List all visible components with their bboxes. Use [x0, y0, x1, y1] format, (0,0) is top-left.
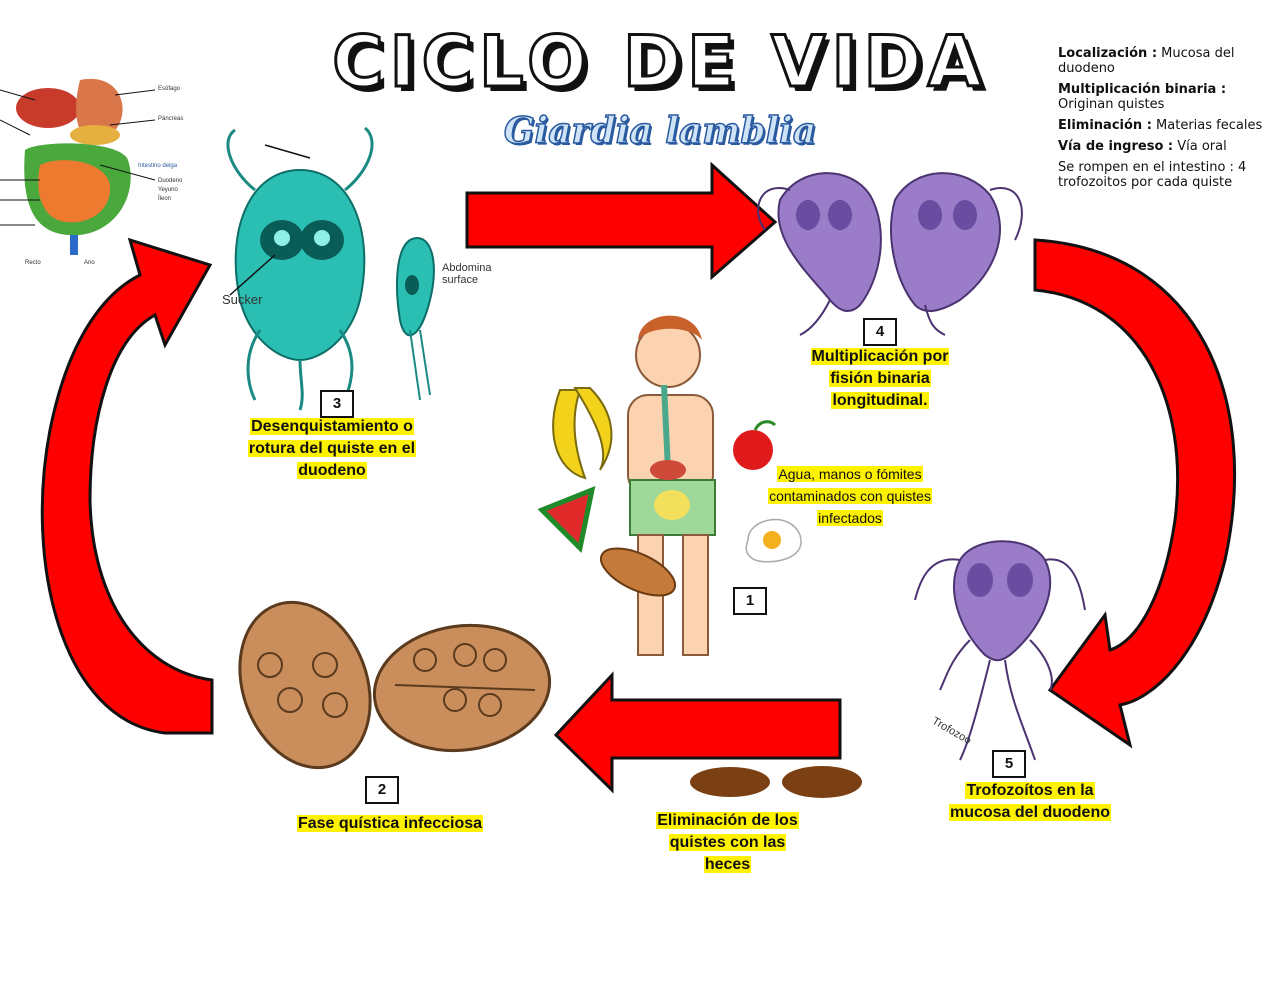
- organ-label: Ano: [84, 260, 95, 266]
- stage-3-number: 3: [320, 390, 354, 418]
- caption-line: heces: [703, 856, 752, 873]
- caption-line: duodeno: [297, 462, 367, 479]
- stage-2-caption: Fase quística infecciosa: [270, 813, 510, 835]
- caption-line: rotura del quiste en el: [247, 440, 417, 457]
- info-row-eliminacion: Eliminación : Materias fecales: [1058, 118, 1280, 133]
- trophozoite-illustration: [914, 540, 1086, 761]
- info-panel: Localización : Mucosa del duodeno Multip…: [1058, 46, 1280, 196]
- giardia-teal-illustration: [226, 126, 435, 411]
- stage-2-number: 2: [365, 776, 399, 804]
- info-row-ruptura: Se rompen en el intestino : 4 trofozoito…: [1058, 160, 1280, 190]
- watermelon-icon: [537, 485, 596, 554]
- elimination-caption: Eliminación de los quistes con las heces: [635, 810, 820, 876]
- info-label: Localización :: [1058, 46, 1158, 61]
- info-label: Multiplicación binaria :: [1058, 82, 1227, 97]
- info-row-via: Vía de ingreso : Vía oral: [1058, 139, 1280, 154]
- info-row-localizacion: Localización : Mucosa del duodeno: [1058, 46, 1280, 76]
- dividing-trophozoites-illustration: [757, 172, 1023, 336]
- caption-line: Eliminación de los: [656, 812, 799, 829]
- caption-line: mucosa del duodeno: [948, 804, 1111, 821]
- info-value: Se rompen en el intestino : 4 trofozoito…: [1058, 160, 1247, 190]
- caption-line: Trofozoítos en la: [965, 782, 1095, 799]
- stage-5-number: 5: [992, 750, 1026, 778]
- page-title: CICLO DE VIDA: [331, 21, 988, 104]
- organ-label: Esófago: [158, 86, 181, 92]
- feces-illustration: [690, 766, 862, 798]
- caption-line: longitudinal.: [831, 392, 929, 409]
- arrow-2-to-3: [40, 237, 214, 735]
- caption-line: Fase quística infecciosa: [296, 815, 484, 832]
- sucker-label: Sucker: [222, 292, 263, 307]
- caption-line: Multiplicación por: [810, 348, 950, 365]
- child-illustration: [627, 315, 716, 656]
- abdominal-label-line1: Abdomina: [442, 262, 492, 274]
- banana-icon: [552, 387, 613, 480]
- stage-3-caption: Desenquistamiento o rotura del quiste en…: [222, 416, 442, 482]
- info-label: Vía de ingreso :: [1058, 139, 1174, 154]
- organ-label: Recto: [25, 260, 41, 266]
- caption-line: quistes con las: [668, 834, 787, 851]
- arrow-5-to-elim: [553, 671, 842, 794]
- caption-line: fisión binaria: [829, 370, 931, 387]
- abdominal-label-line2: surface: [442, 274, 479, 286]
- organ-label: Intestino delga: [138, 163, 178, 169]
- info-row-multiplicacion: Multiplicación binaria : Originan quiste…: [1058, 82, 1280, 112]
- stage-5-caption: Trofozoítos en la mucosa del duodeno: [920, 780, 1140, 824]
- stage-1-caption: Agua, manos o fómites contaminados con q…: [745, 463, 955, 529]
- caption-line: infectados: [817, 510, 883, 526]
- egg-icon: [745, 518, 802, 563]
- page-subtitle: Giardia lamblia: [503, 109, 817, 153]
- cysts-illustration: [238, 600, 552, 770]
- organ-label: Duodeno: [158, 178, 183, 184]
- info-value: Originan quistes: [1058, 97, 1165, 112]
- digestive-system-illustration: [0, 78, 156, 255]
- caption-line: contaminados con quistes: [768, 488, 932, 504]
- stage-4-number: 4: [863, 318, 897, 346]
- caption-line: Desenquistamiento o: [250, 418, 414, 435]
- stage-1-number: 1: [733, 587, 767, 615]
- info-value: Materias fecales: [1156, 118, 1263, 133]
- arrow-3-to-4: [465, 161, 778, 281]
- organ-label: Íleon: [158, 196, 172, 202]
- info-value: Vía oral: [1177, 139, 1227, 154]
- apple-icon: [733, 420, 777, 470]
- abdominal-surface-label: Abdomina surface: [442, 262, 492, 286]
- bread-icon: [599, 547, 677, 597]
- info-value: Mucosa del duodeno: [1058, 46, 1235, 76]
- caption-line: Agua, manos o fómites: [777, 466, 923, 482]
- stage-4-caption: Multiplicación por fisión binaria longit…: [780, 346, 980, 412]
- arrow-4-to-5: [1033, 238, 1237, 749]
- organ-label: Yeyuno: [158, 187, 178, 193]
- organ-label: Páncreas: [158, 116, 184, 122]
- info-label: Eliminación :: [1058, 118, 1152, 133]
